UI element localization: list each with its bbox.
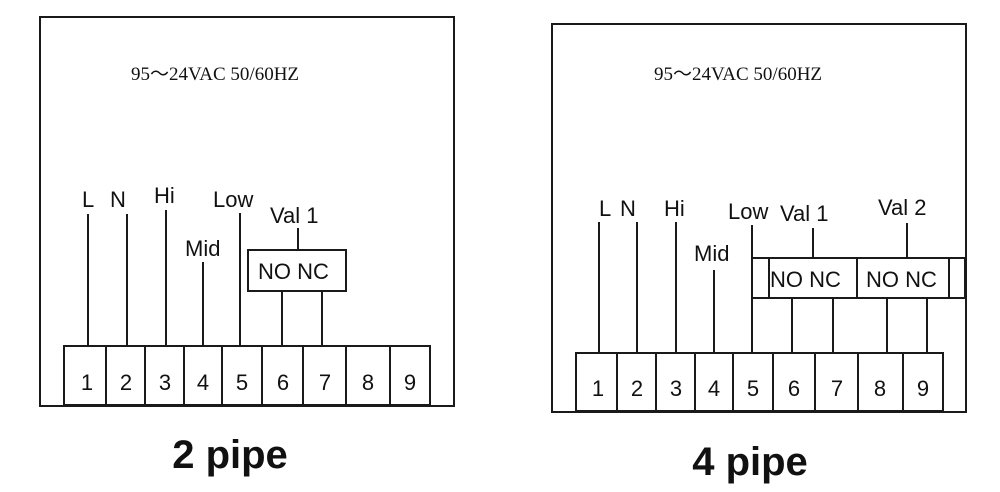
label-val1: Val 1 xyxy=(270,203,319,228)
label-mid: Mid xyxy=(694,241,729,266)
relay-label-1: NO NC xyxy=(770,267,841,292)
label-hi: Hi xyxy=(664,196,685,221)
terminal-2: 2 xyxy=(120,370,132,395)
diagram-4-pipe xyxy=(551,23,967,413)
caption-2-pipe: 2 pipe xyxy=(172,433,288,477)
relay-label-2: NO NC xyxy=(866,267,937,292)
relay-strip xyxy=(751,257,966,299)
diagram-2-pipe xyxy=(39,16,455,407)
terminal-block xyxy=(575,352,944,412)
label-low: Low xyxy=(213,187,253,212)
terminal-1: 1 xyxy=(81,370,93,395)
label-mid: Mid xyxy=(185,236,220,261)
relay-label: NO NC xyxy=(258,259,329,284)
terminal-6: 6 xyxy=(788,376,800,401)
supply-label: 95～24VAC 50/60HZ xyxy=(131,64,299,85)
label-val2: Val 2 xyxy=(878,195,927,220)
label-val1: Val 1 xyxy=(780,201,829,226)
terminal-9: 9 xyxy=(917,376,929,401)
terminal-3: 3 xyxy=(159,370,171,395)
terminal-1: 1 xyxy=(592,376,604,401)
label-l: L xyxy=(82,187,94,212)
caption-4-pipe: 4 pipe xyxy=(692,440,808,484)
terminal-numbers: 1 2 3 4 5 6 7 8 9 xyxy=(592,376,929,401)
diagram-4-pipe-text: 95～24VAC 50/60HZ L N Hi Mid Low Val 1 Va… xyxy=(592,64,937,484)
terminal-4: 4 xyxy=(708,376,720,401)
terminal-numbers: 1 2 3 4 5 6 7 8 9 xyxy=(81,370,416,395)
terminal-2: 2 xyxy=(631,376,643,401)
terminal-4: 4 xyxy=(197,370,209,395)
label-low: Low xyxy=(728,199,768,224)
terminal-7: 7 xyxy=(319,370,331,395)
terminal-block xyxy=(63,345,431,406)
label-n: N xyxy=(620,196,636,221)
supply-label: 95～24VAC 50/60HZ xyxy=(654,64,822,85)
diagram-2-pipe-text: 95～24VAC 50/60HZ L N Hi Mid Low Val 1 NO… xyxy=(81,64,416,477)
terminal-8: 8 xyxy=(874,376,886,401)
label-n: N xyxy=(110,187,126,212)
terminal-5: 5 xyxy=(236,370,248,395)
terminal-7: 7 xyxy=(831,376,843,401)
terminal-5: 5 xyxy=(747,376,759,401)
terminal-3: 3 xyxy=(670,376,682,401)
terminal-8: 8 xyxy=(362,370,374,395)
label-hi: Hi xyxy=(154,183,175,208)
label-l: L xyxy=(599,196,611,221)
terminal-9: 9 xyxy=(404,370,416,395)
terminal-6: 6 xyxy=(277,370,289,395)
